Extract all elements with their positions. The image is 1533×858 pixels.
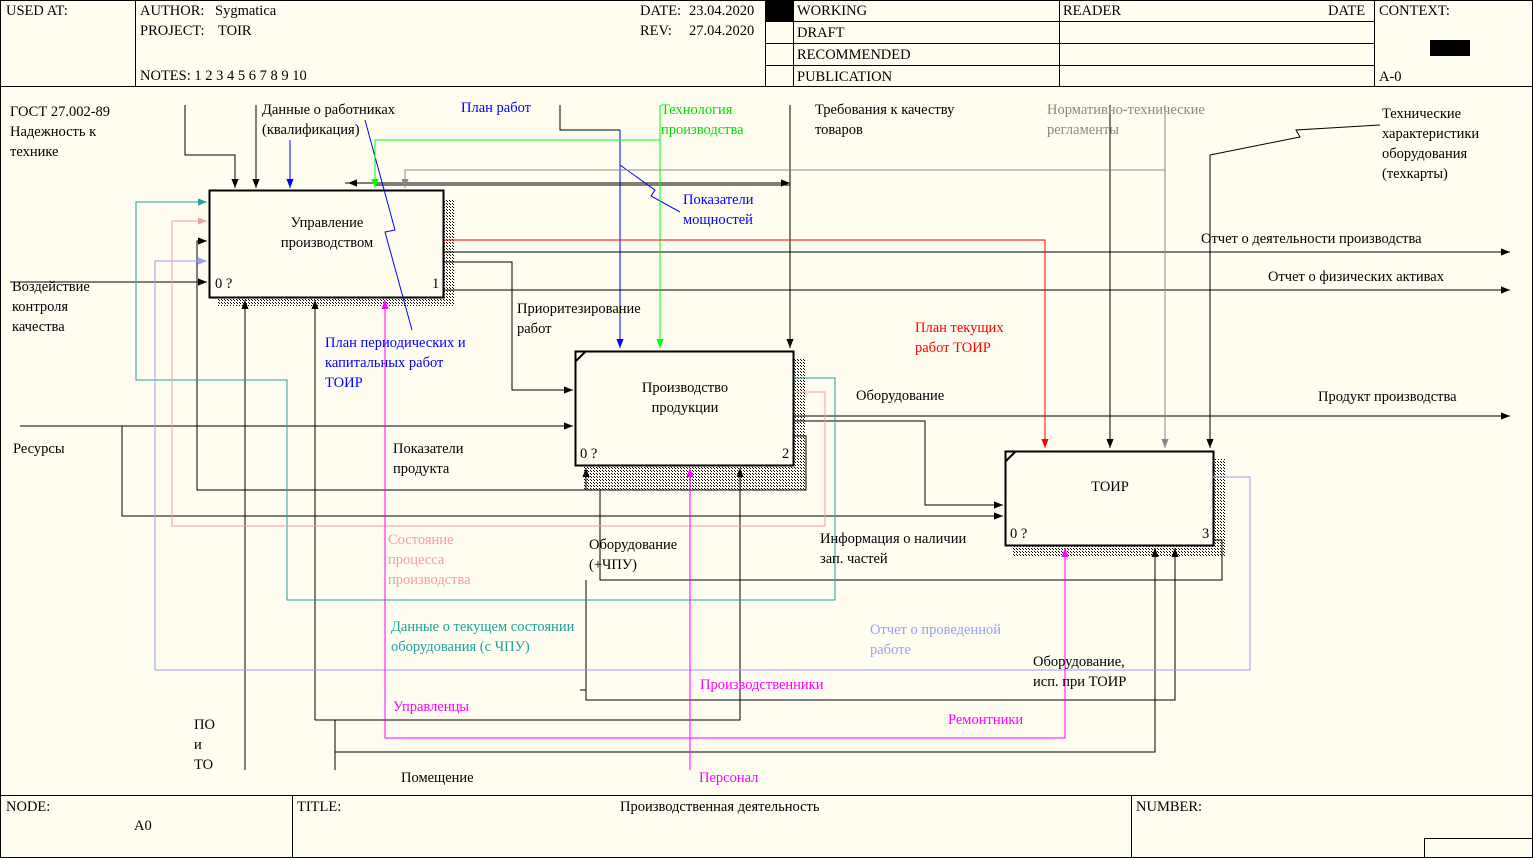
number-label: NUMBER: [1136,799,1203,815]
reader-label: READER [1063,3,1121,19]
blue-arrows [286,119,681,348]
box-2-cost: 0 ? [580,446,598,462]
box-3-cost: 0 ? [1010,526,1028,542]
activity-box-3[interactable] [1004,450,1215,547]
box-2-number: 2 [782,446,790,462]
status-working: WORKING [797,3,868,19]
teal-arrows [135,198,836,601]
author-label: AUTHOR: [140,3,205,19]
label-workers: Данные о работниках (квалификация) [262,102,396,138]
label-parts-info: Информация о наличии зап. частей [820,531,967,567]
rev-label: REV: [640,23,672,39]
node-value: A0 [134,818,152,834]
label-product: Продукт производства [1318,389,1457,405]
magenta-arrows [381,300,1069,770]
title-label: TITLE: [297,799,342,815]
box-3-label: ТОИР [1091,479,1129,495]
status-publication: PUBLICATION [797,69,893,85]
activity-box-1[interactable] [208,189,445,299]
context-label: CONTEXT: [1379,3,1450,19]
green-arrows [371,105,664,348]
pink-arrows [171,217,826,527]
label-report-assets: Отчет о физических активах [1268,269,1444,285]
date-label: DATE: [640,3,682,19]
label-work-report: Отчет о проведенной работе [870,622,1001,658]
label-report-activity: Отчет о деятельности производства [1201,231,1422,247]
context-box [1430,40,1470,56]
black-arrows [10,105,1510,770]
label-software: ПО и ТО [194,717,215,773]
label-tech-char: Технические характеристики оборудования … [1382,106,1480,182]
label-equipment-cnc: Оборудование (+ЧПУ) [589,537,678,573]
footer-frame [0,795,1533,858]
project-label: PROJECT: [140,23,205,39]
author-value: Sygmatica [215,3,277,19]
label-quality-req: Требования к качеству товаров [815,102,955,138]
label-producers: Производственники [700,677,824,693]
context-node: A-0 [1379,69,1402,85]
working-marker [766,1,793,21]
project-value: TOIR [218,23,252,39]
status-draft: DRAFT [797,25,845,41]
gray-arrows [401,105,1169,448]
box-3-number: 3 [1202,526,1210,542]
label-norm-docs: Нормативно-технические регламенты [1047,102,1205,138]
label-repairmen: Ремонтники [948,712,1024,728]
red-arrows [444,239,1049,448]
label-quality-ctrl: Воздействие контроля качества [12,279,90,335]
label-process-state: Состояние процесса производства [388,532,471,588]
box-1-label: Управление производством [280,215,374,251]
label-product-indicators: Показатели продукта [393,441,464,477]
label-current-plan: План текущих работ ТОИР [915,320,1004,356]
diagram-title: Производственная деятельность [620,799,820,815]
label-prioritization: Приоритезирование работ [517,301,641,337]
label-resources: Ресурсы [13,441,65,457]
label-equipment: Оборудование [856,388,945,404]
label-equip-state: Данные о текущем состоянии оборудования … [391,619,575,655]
box-1-cost: 0 ? [215,276,233,292]
status-recommended: RECOMMENDED [797,47,911,63]
date-value: 23.04.2020 [689,3,755,19]
lavender-arrows [154,257,1251,671]
notes-label: NOTES: 1 2 3 4 5 6 7 8 9 10 [140,68,307,84]
rev-value: 27.04.2020 [689,23,755,39]
node-label: NODE: [6,799,51,815]
label-technology: Технология производства [661,102,744,138]
label-managers: Управленцы [393,699,470,715]
label-premises: Помещение [401,770,474,786]
box-1-number: 1 [432,276,440,292]
label-equip-toir: Оборудование, исп. при ТОИР [1033,654,1127,690]
label-gost: ГОСТ 27.002-89 Надежность к технике [10,104,111,160]
label-work-plan: План работ [461,100,531,116]
label-capacity: Показатели мощностей [683,192,754,228]
activity-box-2[interactable] [574,350,795,467]
box-2-label: Производство продукции [641,380,729,416]
label-personnel: Персонал [699,770,759,786]
used-at-label: USED AT: [6,3,68,19]
label-periodic-plan: План периодических и капитальных работ Т… [325,335,466,391]
reader-date-label: DATE [1328,3,1366,19]
